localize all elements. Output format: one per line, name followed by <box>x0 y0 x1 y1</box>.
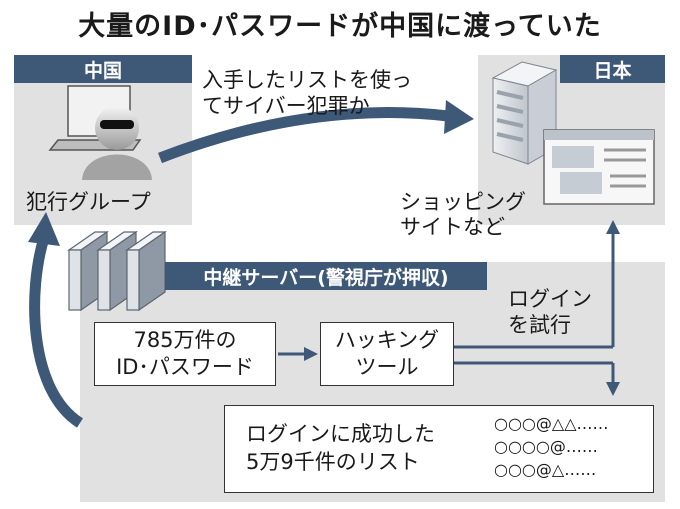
server-rack-icon <box>67 230 167 312</box>
success-entry-2: ○○○○@…… <box>494 437 598 456</box>
shopping-site-label-2: サイトなど <box>400 215 505 239</box>
success-entry-1: ○○○@△△…… <box>494 414 609 433</box>
arrow-note-line1: 入手したリストを使っ <box>202 68 412 92</box>
criminal-icon <box>82 106 152 180</box>
flow-arrows <box>278 220 620 396</box>
success-list-line1: ログインに成功した <box>246 422 435 446</box>
attack-arrow <box>158 100 474 164</box>
success-list-line2: 5万9千件のリスト <box>246 450 420 474</box>
arrow-note-line2: てサイバー犯罪か <box>202 94 370 118</box>
success-entry-3: ○○○@△…… <box>494 460 597 479</box>
shopping-site-label-1: ショッピング <box>400 190 526 214</box>
id-password-line2: ID･パスワード <box>116 355 254 379</box>
hacking-tool-box: ハッキング ツール <box>320 322 454 386</box>
china-label: 中国 <box>14 55 192 83</box>
japan-label: 日本 <box>560 55 665 83</box>
success-list-box <box>224 405 654 493</box>
hacking-tool-line2: ツール <box>355 355 419 379</box>
login-attempt-line2: を試行 <box>508 313 571 337</box>
website-window-icon <box>543 129 655 205</box>
hacking-tool-line1: ハッキング <box>334 328 440 352</box>
relay-server-label: 中継サーバー(警視庁が押収) <box>165 262 487 290</box>
id-password-line1: 785万件の <box>133 328 237 352</box>
criminal-group-label: 犯行グループ <box>26 190 151 214</box>
login-attempt-line1: ログイン <box>508 287 592 311</box>
id-password-box: 785万件の ID･パスワード <box>94 322 276 386</box>
diagram-title: 大量のID･パスワードが中国に渡っていた <box>78 11 602 42</box>
return-arrow <box>28 212 84 428</box>
